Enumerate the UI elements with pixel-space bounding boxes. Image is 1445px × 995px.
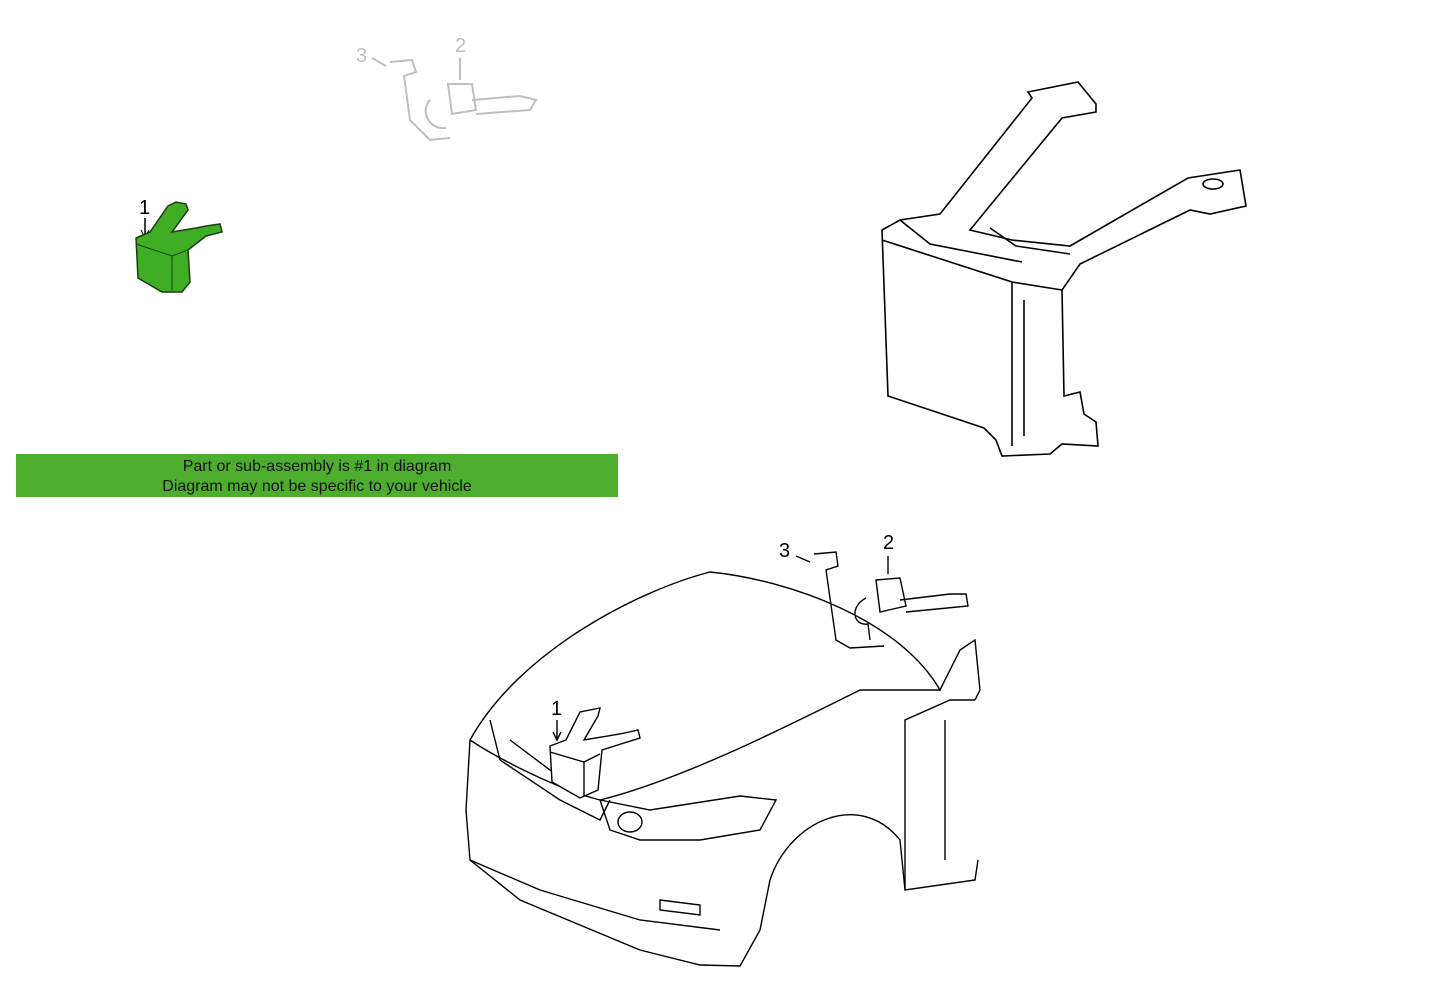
callout-3: 3: [779, 540, 790, 562]
callout-2: 2: [883, 532, 894, 554]
banner-line-2: Diagram may not be specific to your vehi…: [162, 478, 472, 495]
callout-3-thumb: 3: [356, 45, 367, 67]
banner-line-1: Part or sub-assembly is #1 in diagram: [182, 458, 452, 475]
thumbnail-parts-2-3: 3 2: [356, 35, 538, 142]
part-info-banner: Part or sub-assembly is #1 in diagram Di…: [16, 454, 618, 497]
vehicle-location-drawing: 3 2 1: [465, 532, 981, 967]
callout-1: 1: [551, 698, 562, 720]
module-detail-drawing: [881, 81, 1247, 457]
highlighted-part-1: 1: [135, 197, 223, 293]
callout-2-thumb: 2: [455, 35, 466, 57]
callout-1-thumb: 1: [139, 197, 150, 219]
